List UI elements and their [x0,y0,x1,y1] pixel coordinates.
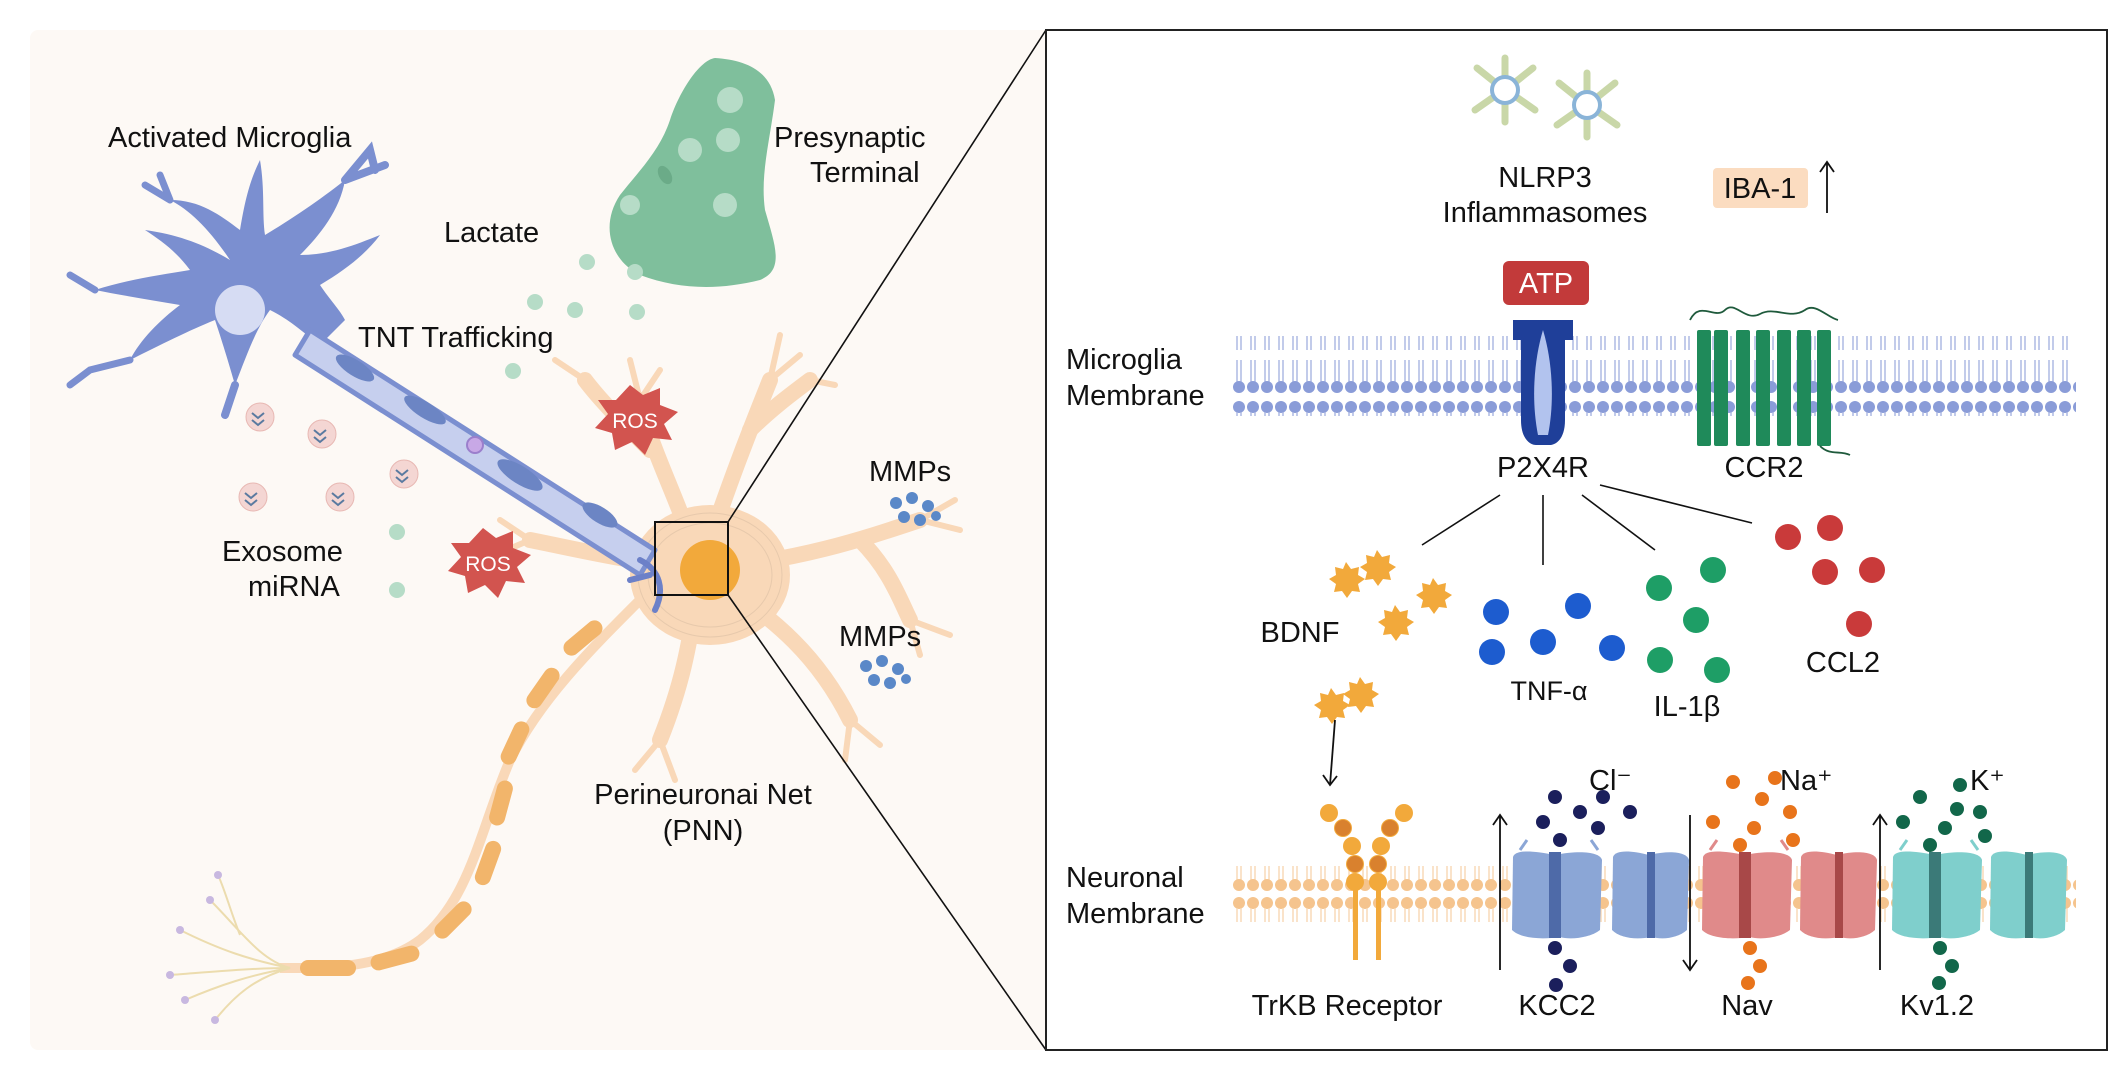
label-k-ion: K⁺ [1970,765,2005,797]
label-nav: Nav [1721,990,1773,1022]
lactate-dots [389,254,645,598]
kcc2-up-arrow [1492,813,1508,970]
tnf-alpha-molecules [1479,593,1625,665]
zoom-line-bottom [727,594,1047,1051]
ros-label-lower: ROS [465,553,511,576]
mmps-cluster-lower [860,655,911,689]
axon [166,596,644,1024]
microglia-membrane [1232,336,2076,416]
right-panel: NLRP3 Inflammasomes IBA-1 ATP Microglia … [1045,29,2108,1051]
zoom-region-box [654,521,729,596]
atp-badge [1503,261,1589,305]
label-il1b: IL-1β [1654,691,1721,723]
tnt-tube [292,327,663,613]
na-ions [1706,771,1800,990]
cl-ions [1536,790,1637,992]
p2x4r-receptor [1513,320,1573,445]
label-microglia-membrane-2: Membrane [1066,380,1205,412]
label-tnf-alpha: TNF-α [1510,676,1587,706]
ros-burst-upper: ROS [595,385,678,455]
label-mmps-lower: MMPs [839,621,921,653]
label-presynaptic-terminal-1: Presynaptic [774,122,926,154]
iba1-up-arrow [1819,160,1835,213]
label-activated-microglia: Activated Microglia [108,122,352,154]
label-atp: ATP [1519,268,1573,300]
bdnf-down-arrow [1322,719,1338,787]
kv12-channel [1892,839,2067,939]
iba1-badge [1713,168,1808,208]
label-nlrp3-1: NLRP3 [1498,162,1592,194]
label-cl-ion: Cl⁻ [1589,765,1632,797]
nlrp3-inflammasome-icons [1471,54,1621,141]
kcc2-channel [1512,839,1689,939]
exosome-vesicles [238,402,419,512]
label-exosome-1: Exosome [222,536,343,568]
ccr2-receptor [1689,306,1851,456]
neuron-nucleus [680,540,740,600]
k-ions [1896,778,1992,990]
p2x4r-branch-lines [1421,484,1753,565]
label-p2x4r: P2X4R [1497,452,1589,484]
label-trkb-receptor: TrKB Receptor [1252,990,1443,1022]
label-ccr2: CCR2 [1725,452,1804,484]
label-na-ion: Na⁺ [1780,765,1832,797]
label-nlrp3-2: Inflammasomes [1443,197,1648,229]
nav-down-arrow [1682,815,1698,972]
trkb-receptor [1320,804,1413,960]
label-kv12: Kv1.2 [1900,990,1974,1022]
il1b-molecules [1646,557,1730,683]
label-lactate: Lactate [444,217,539,249]
nav-channel [1702,839,1877,939]
zoom-line-top [727,29,1047,523]
mmps-cluster-upper [890,492,941,526]
label-exosome-2: miRNA [248,571,340,603]
kv12-up-arrow [1872,813,1888,970]
microglia-nucleus [215,285,265,335]
label-tnt-trafficking: TNT Trafficking [358,322,554,354]
label-neuronal-membrane-1: Neuronal [1066,862,1184,894]
label-kcc2: KCC2 [1518,990,1595,1022]
left-panel: ROS ROS Activated Microglia Presynaptic … [30,30,1060,1050]
label-mmps-upper: MMPs [869,456,951,488]
label-pnn-1: Perineuronai Net [594,779,812,811]
label-neuronal-membrane-2: Membrane [1066,898,1205,930]
label-pnn-2: (PNN) [663,815,744,847]
label-presynaptic-terminal-2: Terminal [810,157,920,189]
label-iba1: IBA-1 [1724,173,1797,205]
ros-label-upper: ROS [612,410,658,433]
ccl2-molecules [1775,515,1885,637]
label-microglia-membrane-1: Microglia [1066,344,1183,376]
label-ccl2: CCL2 [1806,647,1880,679]
ros-burst-lower: ROS [448,528,531,598]
label-bdnf: BDNF [1261,617,1340,649]
bdnf-molecules [1314,550,1452,724]
presynaptic-terminal [609,58,776,287]
